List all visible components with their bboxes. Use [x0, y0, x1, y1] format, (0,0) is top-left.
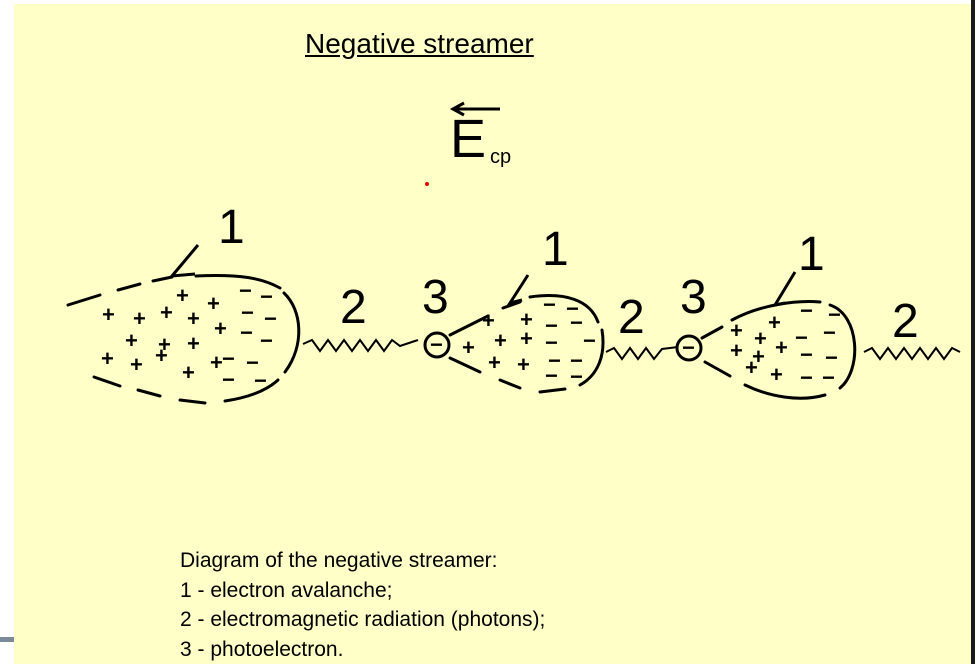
- positive-charge-13: +: [155, 343, 168, 368]
- field-symbol: E: [450, 109, 487, 169]
- charges-group: ++++++++++++++++++++++++++++++−−−−−−−−−−…: [101, 278, 841, 393]
- positive-charge-2: +: [207, 291, 220, 316]
- photon-wave-2: [605, 346, 679, 361]
- positive-charge-11: +: [101, 346, 114, 371]
- negative-charge-14: −: [570, 310, 583, 335]
- label-2-a: 2: [340, 281, 367, 334]
- legend-item-3: 3 - photoelectron.: [180, 637, 344, 661]
- positive-charge-21: +: [488, 350, 501, 375]
- label-3-b: 3: [680, 271, 707, 324]
- legend-item-1: 1 - electron avalanche;: [180, 578, 393, 602]
- negative-charge-17: −: [548, 348, 561, 373]
- avalanche-2-pointer: [506, 274, 530, 306]
- photoelectron-1-sign: −: [430, 332, 443, 357]
- negative-charge-2: −: [260, 284, 273, 309]
- negative-charge-21: −: [800, 298, 813, 323]
- photon-wave-1: [302, 338, 419, 353]
- legend: Diagram of the negative streamer: 1 - el…: [180, 546, 545, 664]
- negative-charge-12: −: [566, 296, 579, 321]
- positive-charge-28: +: [775, 335, 788, 360]
- field-arrow-icon: [449, 101, 500, 117]
- positive-charge-7: +: [214, 316, 227, 341]
- negative-charge-22: −: [828, 302, 841, 327]
- negative-charge-8: −: [246, 350, 259, 375]
- negative-charge-15: −: [545, 330, 558, 355]
- negative-charge-26: −: [825, 345, 838, 370]
- red-dot: [425, 182, 429, 186]
- negative-charge-1: −: [239, 278, 252, 303]
- positive-charge-26: +: [754, 326, 767, 351]
- label-3-a: 3: [422, 271, 449, 324]
- right-edge: [971, 0, 975, 664]
- negative-charge-7: −: [222, 346, 235, 371]
- negative-charge-5: −: [240, 320, 253, 345]
- page-title: Negative streamer: [305, 28, 534, 59]
- positive-charge-9: +: [158, 332, 171, 357]
- negative-charge-4: −: [264, 306, 277, 331]
- negative-charge-9: −: [222, 367, 235, 392]
- label-2-b: 2: [618, 291, 645, 344]
- positive-charge-25: +: [730, 338, 743, 363]
- photoelectron-1-circle: [423, 331, 451, 359]
- positive-charge-1: +: [176, 283, 189, 308]
- positive-charge-19: +: [520, 326, 533, 351]
- negative-charge-28: −: [822, 365, 835, 390]
- avalanche-3-pointer: [771, 271, 797, 308]
- avalanche-1-outline: [66, 274, 301, 405]
- negative-charge-25: −: [800, 342, 813, 367]
- positive-charge-16: +: [482, 308, 495, 333]
- positive-charge-22: +: [517, 352, 530, 377]
- negative-charge-3: −: [241, 300, 254, 325]
- positive-charge-17: +: [520, 307, 533, 332]
- positive-charge-12: +: [130, 352, 143, 377]
- corner-bar: [0, 637, 14, 642]
- slide-background: [14, 4, 975, 664]
- positive-charge-18: +: [494, 328, 507, 353]
- positive-charge-20: +: [462, 335, 475, 360]
- label-2-c: 2: [892, 295, 919, 348]
- negative-charge-11: −: [543, 292, 556, 317]
- avalanche-2-outline: [448, 294, 605, 394]
- negative-charge-18: −: [570, 348, 583, 373]
- positive-charge-10: +: [187, 331, 200, 356]
- photoelectron-2-sign: −: [682, 335, 695, 360]
- photoelectron-2-circle: [675, 334, 703, 362]
- negative-charge-16: −: [583, 328, 596, 353]
- negative-charge-24: −: [823, 320, 836, 345]
- positive-charge-23: +: [730, 318, 743, 343]
- legend-heading: Diagram of the negative streamer:: [180, 549, 498, 572]
- negative-charge-6: −: [260, 328, 273, 353]
- positive-charge-5: +: [160, 300, 173, 325]
- negative-charge-23: −: [795, 325, 808, 350]
- positive-charge-4: +: [133, 306, 146, 331]
- positive-charge-6: +: [187, 306, 200, 331]
- positive-charge-3: +: [102, 302, 115, 327]
- positive-charge-14: +: [182, 360, 195, 385]
- positive-charge-30: +: [770, 362, 783, 387]
- label-1-a: 1: [218, 201, 245, 254]
- field-subscript: cp: [490, 146, 512, 168]
- positive-charge-8: +: [125, 328, 138, 353]
- negative-charge-27: −: [800, 365, 813, 390]
- label-1-b: 1: [542, 223, 569, 276]
- negative-charge-19: −: [545, 363, 558, 388]
- legend-item-2: 2 - electromagnetic radiation (photons);: [180, 608, 546, 631]
- negative-charge-20: −: [570, 364, 583, 389]
- positive-charge-27: +: [752, 344, 765, 369]
- positive-charge-15: +: [210, 350, 223, 375]
- positive-charge-24: +: [768, 310, 781, 335]
- avalanche-1-pointer: [168, 244, 200, 278]
- negative-charge-10: −: [254, 368, 267, 393]
- left-border: [0, 0, 14, 664]
- photon-wave-3: [863, 346, 961, 361]
- negative-charge-13: −: [545, 313, 558, 338]
- positive-charge-29: +: [745, 355, 758, 380]
- label-1-c: 1: [798, 228, 825, 281]
